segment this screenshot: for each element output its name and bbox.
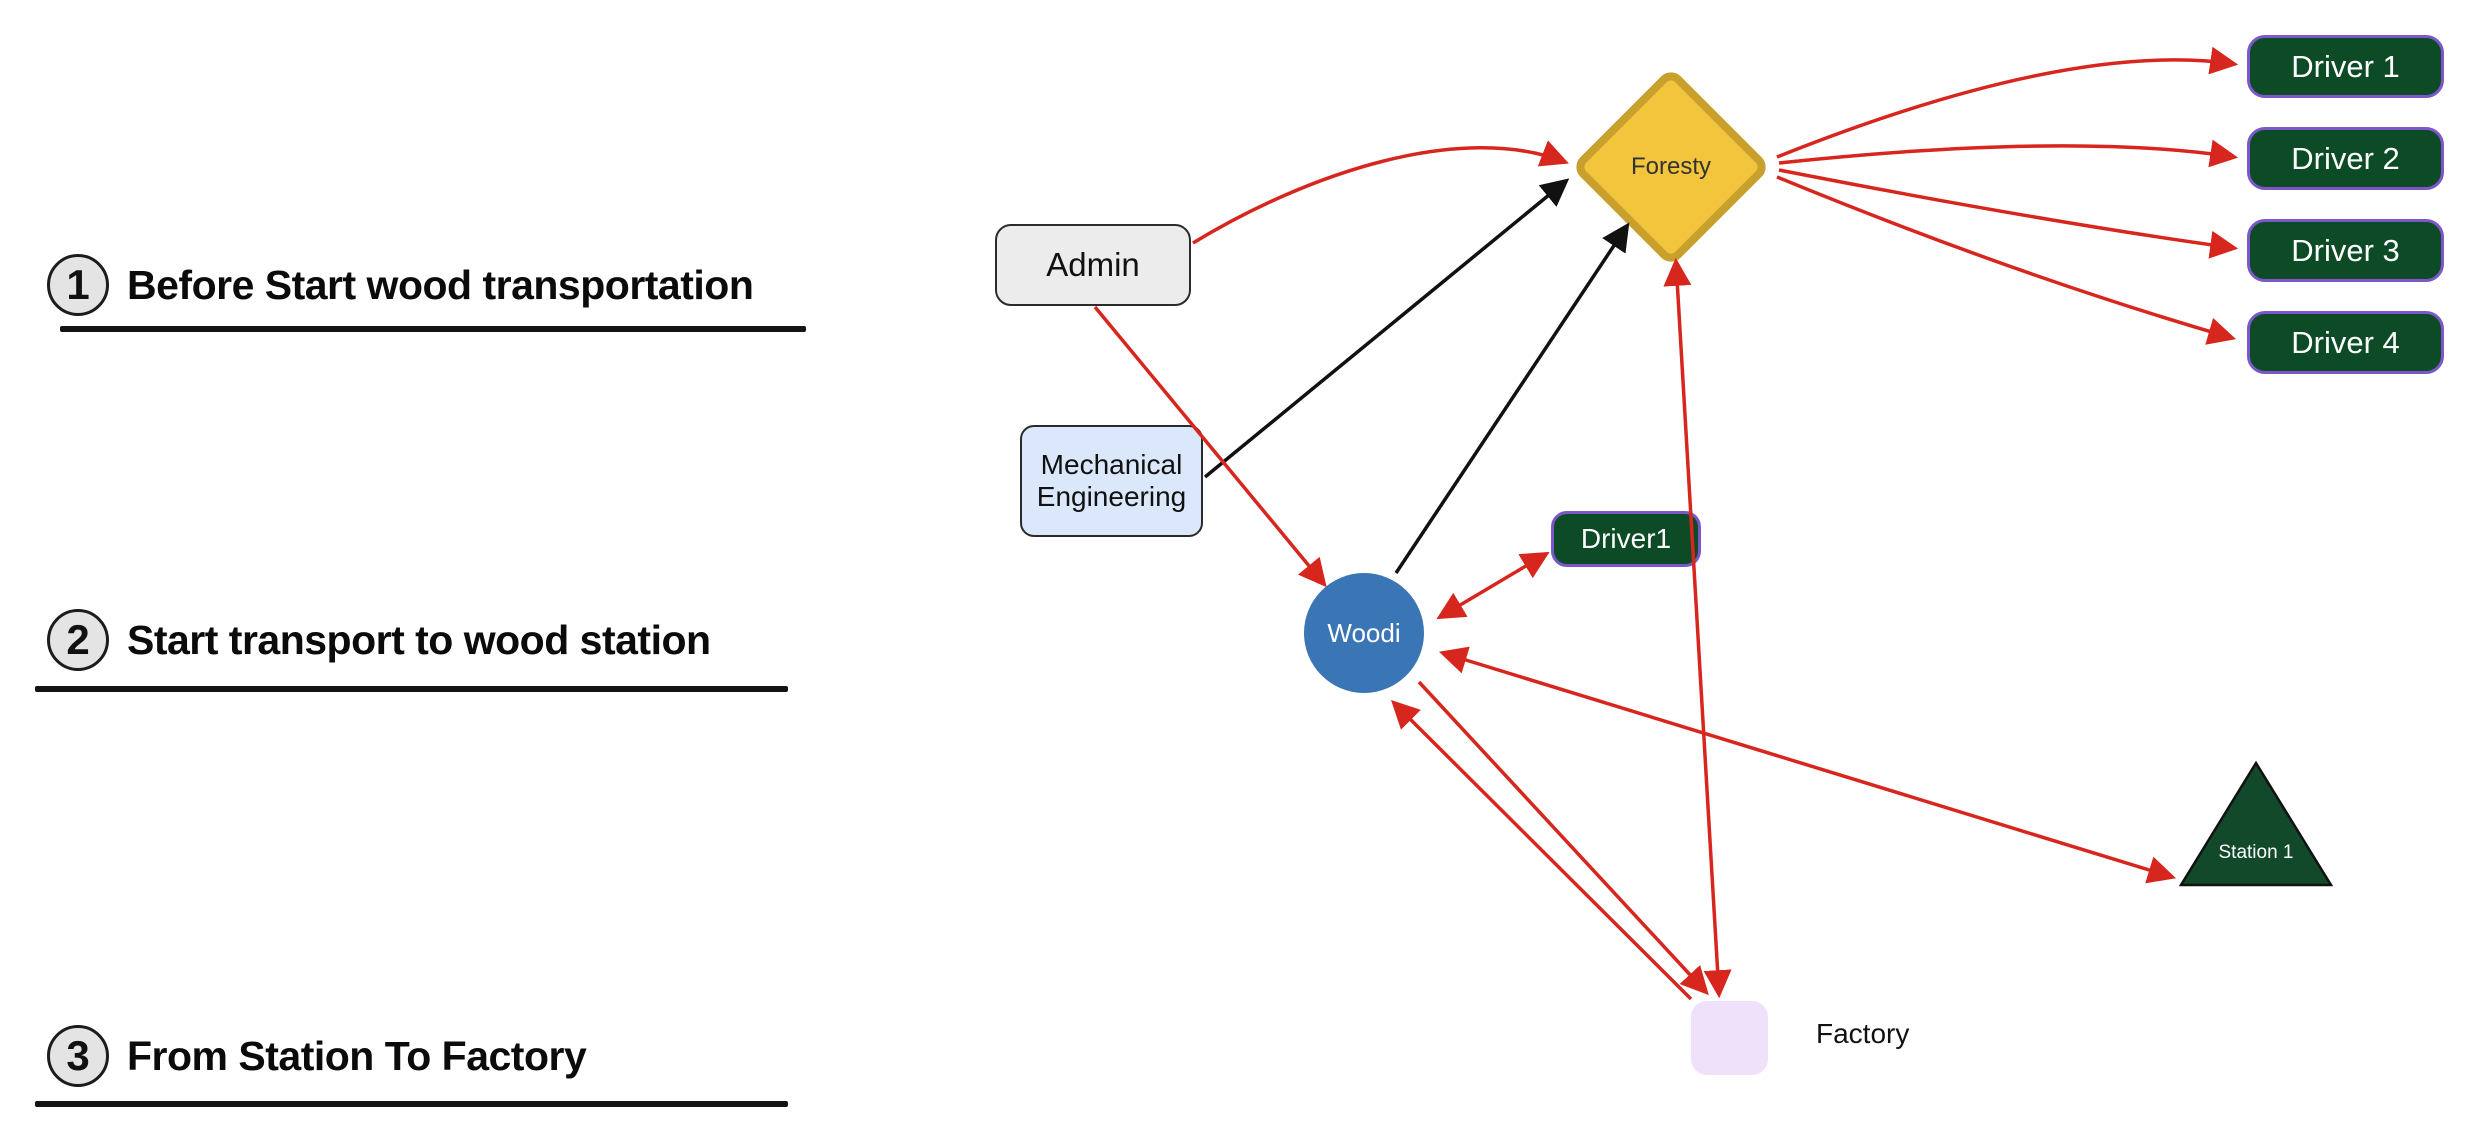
edge-foresty-factory-bidirectional bbox=[1663, 257, 1732, 999]
node-driver-1: Driver 1 bbox=[2247, 35, 2444, 98]
step-label: Before Start wood transportation bbox=[127, 261, 754, 308]
node-woodi: Woodi bbox=[1304, 573, 1424, 693]
node-driver-2: Driver 2 bbox=[2247, 127, 2444, 190]
edge-foresty-to-driver-2 bbox=[1778, 139, 2239, 168]
step-item-1: 1 Before Start wood transportation bbox=[47, 254, 754, 316]
node-factory-label: Factory bbox=[1816, 1018, 1910, 1049]
edge-mechanical-engineering-to-foresty bbox=[1203, 178, 1570, 479]
edge-foresty-to-driver-1 bbox=[1776, 46, 2239, 159]
node-factory bbox=[1691, 1001, 1768, 1075]
node-driver-1-label: Driver 1 bbox=[2291, 48, 2400, 84]
edge-woodi-to-factory bbox=[1417, 680, 1709, 996]
step-2-underline bbox=[35, 686, 788, 692]
node-mechanical-engineering-label: Mechanical Engineering bbox=[1036, 449, 1187, 512]
node-driver-4: Driver 4 bbox=[2247, 311, 2444, 374]
node-driver-3: Driver 3 bbox=[2247, 219, 2444, 282]
edge-factory-to-woodi bbox=[1391, 700, 1693, 1001]
step-label: Start transport to wood station bbox=[127, 616, 711, 663]
step-number-badge: 1 bbox=[47, 254, 109, 316]
step-number-badge: 2 bbox=[47, 609, 109, 671]
node-driver1-label: Driver1 bbox=[1580, 523, 1672, 554]
node-foresty-diamond: Foresty bbox=[1570, 66, 1772, 268]
step-item-3: 3 From Station To Factory bbox=[47, 1025, 587, 1087]
step-3-underline bbox=[35, 1101, 788, 1107]
step-number: 1 bbox=[66, 261, 90, 308]
node-driver-3-label: Driver 3 bbox=[2291, 232, 2400, 268]
step-number: 2 bbox=[66, 616, 90, 663]
step-number-badge: 3 bbox=[47, 1025, 109, 1087]
step-item-2: 2 Start transport to wood station bbox=[47, 609, 711, 671]
edge-woodi-station1-bidirectional bbox=[1438, 646, 2177, 884]
step-1-underline bbox=[60, 326, 806, 332]
edge-foresty-to-driver-3 bbox=[1778, 168, 2239, 259]
node-station1-label: Station 1 bbox=[2219, 842, 2294, 863]
node-driver-4-label: Driver 4 bbox=[2291, 324, 2400, 360]
edge-woodi-driver1-bidirectional bbox=[1436, 551, 1550, 620]
node-station1-triangle bbox=[2178, 760, 2334, 887]
node-foresty-label: Foresty bbox=[1630, 153, 1711, 180]
node-driver1: Driver1 bbox=[1551, 511, 1701, 567]
edge-admin-to-foresty bbox=[1192, 140, 1569, 245]
node-mechanical-engineering: Mechanical Engineering bbox=[1020, 425, 1203, 537]
edge-foresty-to-driver-4 bbox=[1776, 175, 2237, 345]
node-driver-2-label: Driver 2 bbox=[2291, 140, 2400, 176]
step-label: From Station To Factory bbox=[127, 1032, 587, 1079]
node-admin-label: Admin bbox=[1046, 246, 1140, 283]
node-admin: Admin bbox=[995, 224, 1191, 306]
node-woodi-label: Woodi bbox=[1327, 617, 1401, 648]
step-number: 3 bbox=[66, 1032, 90, 1079]
